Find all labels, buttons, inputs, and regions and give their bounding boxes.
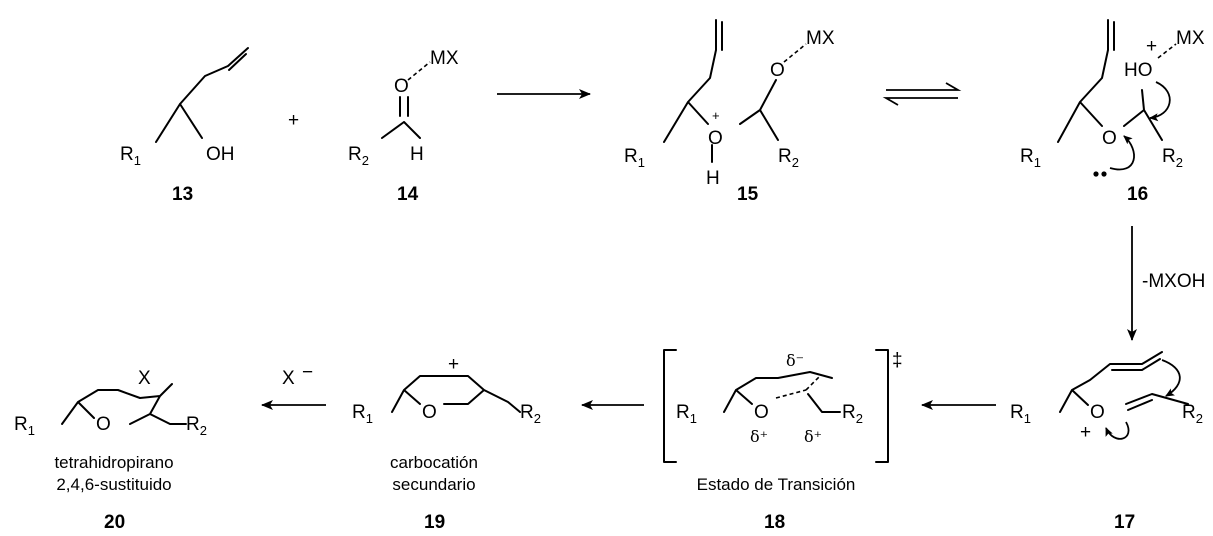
- r2-label-20: R2: [186, 414, 207, 438]
- coordination-bond-14: [407, 61, 431, 81]
- compound-number-15: 15: [737, 184, 759, 205]
- bonds-19: [391, 375, 521, 413]
- curved-arrow-17b: [1105, 421, 1130, 440]
- curved-arrow-16b: [1109, 135, 1135, 171]
- r1-label-13: R1: [120, 144, 141, 168]
- x-label-20: X: [138, 368, 151, 389]
- dagger-label: ‡: [892, 350, 903, 371]
- compound-13: R1 OH 13: [120, 47, 249, 205]
- compound-number-16: 16: [1127, 184, 1148, 205]
- plus-label-16: +: [1146, 36, 1157, 57]
- caption-19-line2: secundario: [392, 475, 475, 494]
- compound-number-18: 18: [764, 512, 785, 533]
- compound-number-19: 19: [424, 512, 445, 533]
- compound-15: R1 O + H O MX R2 15: [624, 19, 835, 205]
- caption-19-line1: carbocatión: [390, 453, 478, 472]
- r2-label-18: R2: [842, 402, 863, 426]
- compound-17: R1 O + R2 17: [1010, 351, 1203, 533]
- h-label-14: H: [410, 144, 424, 165]
- bonds-17: [1059, 351, 1189, 413]
- compound-14: O MX R2 H 14: [348, 48, 459, 205]
- reagent-mxoh: -MXOH: [1142, 271, 1205, 292]
- compound-18: R1 O R2 δ⁻ δ⁺ δ⁺ ‡ Estado de Transición …: [663, 349, 903, 533]
- compound-number-20: 20: [104, 512, 125, 533]
- o-label-18: O: [754, 402, 769, 423]
- plus-label-19: +: [448, 354, 459, 375]
- o-label-19: O: [422, 402, 437, 423]
- h-label-15: H: [706, 168, 720, 189]
- ho-label-16: HO: [1124, 60, 1153, 81]
- r1-label-15: R1: [624, 146, 645, 170]
- plus-sign: +: [288, 110, 299, 131]
- delta-minus-label: δ⁻: [786, 351, 804, 370]
- bonds-20: [61, 383, 187, 425]
- r1-label-20: R1: [14, 414, 35, 438]
- o-label-14: O: [394, 76, 409, 97]
- compound-19: R1 O + R2 carbocatión secundario 19: [352, 354, 541, 533]
- delta-plus-label-2: δ⁺: [804, 427, 822, 446]
- compound-number-14: 14: [397, 184, 419, 205]
- r1-label-18: R1: [676, 402, 697, 426]
- reagent-x: X: [282, 368, 295, 389]
- r1-label-19: R1: [352, 402, 373, 426]
- mx-label-16: MX: [1176, 28, 1205, 49]
- bonds-13: [155, 47, 249, 143]
- compound-number-17: 17: [1114, 512, 1135, 533]
- delta-plus-label-1: δ⁺: [750, 427, 768, 446]
- mx-label-15: MX: [806, 28, 835, 49]
- bonds-18: [723, 371, 841, 413]
- r2-label-19: R2: [520, 402, 541, 426]
- plus-label-15: +: [712, 108, 720, 123]
- bracket-right-18: [875, 349, 889, 463]
- bracket-left-18: [663, 349, 677, 463]
- r2-label-15: R2: [778, 146, 799, 170]
- r2-label-14: R2: [348, 144, 369, 168]
- plus-label-17: +: [1080, 422, 1091, 443]
- o-label-20: O: [96, 414, 111, 435]
- caption-20-line1: tetrahidropirano: [54, 453, 173, 472]
- r1-label-16: R1: [1020, 146, 1041, 170]
- curved-arrow-16a: [1149, 81, 1171, 122]
- bonds-14: [381, 96, 421, 139]
- compound-16: R1 O HO + MX R2 16: [1020, 19, 1205, 205]
- oh-label-13: OH: [206, 144, 235, 165]
- equilibrium-arrow: [882, 82, 962, 106]
- o-label-16: O: [1102, 128, 1117, 149]
- partial-bonds-18: [775, 375, 821, 399]
- o-label-17: O: [1090, 402, 1105, 423]
- r1-label-17: R1: [1010, 402, 1031, 426]
- lone-pair-dot-1: [1093, 171, 1099, 177]
- compound-number-13: 13: [172, 184, 193, 205]
- mx-label-14: MX: [430, 48, 459, 69]
- lone-pair-dot-2: [1101, 171, 1107, 177]
- o2-label-15: O: [770, 60, 785, 81]
- coordination-bond-16: [1157, 43, 1177, 59]
- compound-20: R1 O X R2 tetrahidropirano 2,4,6-sustitu…: [14, 368, 207, 533]
- bonds-16: [1057, 19, 1163, 143]
- bonds-15: [663, 19, 779, 163]
- curved-arrow-17a: [1161, 359, 1181, 397]
- o-label-15: O: [708, 128, 723, 149]
- r2-label-16: R2: [1162, 146, 1183, 170]
- caption-20-line2: 2,4,6-sustituido: [56, 475, 171, 494]
- r2-label-17: R2: [1182, 402, 1203, 426]
- caption-18: Estado de Transición: [697, 475, 856, 494]
- coordination-bond-15: [783, 43, 807, 63]
- reagent-x-charge: −: [302, 362, 313, 383]
